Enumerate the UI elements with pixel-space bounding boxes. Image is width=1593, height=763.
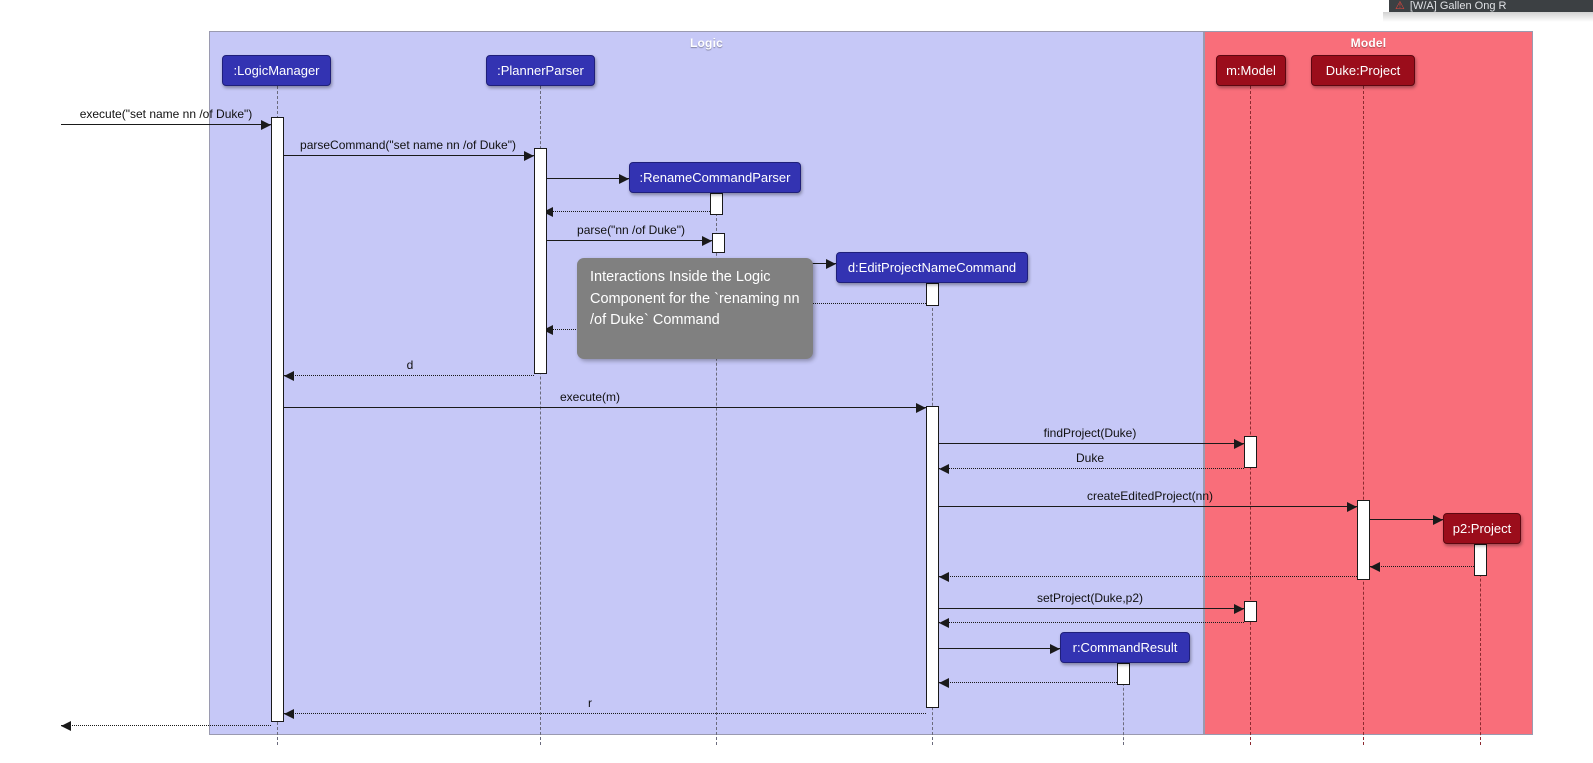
- participant-label: :PlannerParser: [497, 63, 584, 78]
- participant-label: p2:Project: [1452, 521, 1512, 536]
- message-line-m7: [725, 303, 926, 304]
- message-line-m17: [939, 608, 1244, 609]
- message-arrowhead-m19: [1050, 643, 1060, 654]
- message-arrowhead-m3: [619, 173, 629, 184]
- message-arrowhead-m22: [61, 720, 71, 731]
- diagram-note: Interactions Inside the Logic Component …: [577, 258, 813, 359]
- message-label-m5: parse("nn /of Duke"): [577, 223, 685, 237]
- message-arrowhead-m5: [702, 235, 712, 246]
- message-label-m9: d: [406, 358, 414, 372]
- message-label-m12: Duke: [1075, 451, 1104, 465]
- message-arrowhead-m21: [284, 708, 294, 719]
- activation-bar-p2project: [1474, 544, 1487, 576]
- activation-bar-editprojectname: [926, 283, 939, 306]
- message-arrowhead-m14: [1433, 514, 1443, 525]
- browser-tab-title: [W/A] Gallen Ong R: [1409, 0, 1507, 12]
- participant-label: Duke:Project: [1325, 63, 1401, 78]
- message-line-m11: [939, 443, 1244, 444]
- participant-model[interactable]: m:Model: [1216, 55, 1286, 86]
- message-line-m9: [284, 375, 534, 376]
- message-line-m10: [284, 407, 926, 408]
- message-arrowhead-m17: [1234, 603, 1244, 614]
- lifeline-plannerparser: [540, 86, 541, 745]
- message-arrowhead-m20: [939, 677, 949, 688]
- activation-bar-logicmanager: [271, 117, 284, 722]
- participant-label: m:Model: [1226, 63, 1276, 78]
- message-line-m16: [939, 576, 1357, 577]
- participant-editprojectname[interactable]: d:EditProjectNameCommand: [836, 252, 1028, 283]
- activation-bar-renamecommandparser: [710, 193, 723, 215]
- message-arrowhead-m12: [939, 463, 949, 474]
- message-label-m11: findProject(Duke): [1043, 426, 1137, 440]
- message-arrowhead-m11: [1234, 438, 1244, 449]
- message-label-m13: createEditedProject(nn): [1086, 489, 1214, 503]
- message-line-m15: [1370, 566, 1474, 567]
- participant-label: :LogicManager: [233, 63, 320, 78]
- message-arrowhead-m6: [826, 258, 836, 269]
- message-label-m10: execute(m): [559, 390, 621, 404]
- lifeline-commandresult: [1123, 663, 1124, 745]
- lifeline-p2project: [1480, 544, 1481, 745]
- message-line-m13: [939, 506, 1357, 507]
- message-label-m2: parseCommand("set name nn /of Duke"): [300, 138, 516, 152]
- message-label-m1: execute("set name nn /of Duke"): [79, 107, 253, 121]
- activation-bar-plannerparser: [534, 148, 547, 374]
- participant-logicmanager[interactable]: :LogicManager: [222, 55, 331, 86]
- package-model: Model: [1204, 31, 1533, 735]
- message-line-m3: [547, 178, 629, 179]
- activation-bar-plannerparser-2: [712, 233, 725, 253]
- lifeline-model: [1250, 86, 1251, 745]
- message-line-m18: [939, 622, 1244, 623]
- message-arrowhead-m9: [284, 370, 294, 381]
- activation-bar-dukeproject-create: [1357, 500, 1370, 580]
- activation-bar-editprojectname-exec: [926, 406, 939, 708]
- message-line-m4: [543, 211, 710, 212]
- activation-bar-commandresult: [1117, 663, 1130, 685]
- message-label-m21: r: [588, 696, 592, 710]
- warning-icon: ⚠: [1395, 0, 1405, 12]
- participant-renamecommandparser[interactable]: :RenameCommandParser: [629, 162, 801, 193]
- message-line-m2: [284, 155, 534, 156]
- message-arrowhead-m10: [916, 402, 926, 413]
- package-logic-title: Logic: [690, 36, 723, 50]
- message-arrowhead-m4: [543, 206, 553, 217]
- message-line-m22: [61, 725, 271, 726]
- message-arrowhead-m8: [543, 324, 553, 335]
- window-chrome-shadow: [1383, 12, 1593, 22]
- browser-tab-bar[interactable]: ⚠ [W/A] Gallen Ong R: [1389, 0, 1593, 12]
- package-logic: Logic: [209, 31, 1204, 735]
- lifeline-renamecommandparser: [716, 193, 717, 745]
- message-arrowhead-m13: [1347, 501, 1357, 512]
- message-arrowhead-m16: [939, 571, 949, 582]
- participant-label: r:CommandResult: [1072, 640, 1178, 655]
- message-line-m1: [61, 124, 271, 125]
- message-line-m19: [939, 648, 1060, 649]
- message-line-m14: [1370, 519, 1443, 520]
- message-arrowhead-m15: [1370, 561, 1380, 572]
- package-model-title: Model: [1350, 36, 1387, 50]
- message-arrowhead-m1: [261, 119, 271, 130]
- message-line-m21: [284, 713, 926, 714]
- message-arrowhead-m2: [524, 150, 534, 161]
- message-line-m12: [939, 468, 1244, 469]
- activation-bar-model-set: [1244, 601, 1257, 622]
- activation-bar-model-find: [1244, 436, 1257, 468]
- participant-label: d:EditProjectNameCommand: [847, 260, 1017, 275]
- participant-dukeproject[interactable]: Duke:Project: [1311, 55, 1415, 86]
- message-label-m17: setProject(Duke,p2): [1036, 591, 1144, 605]
- lifeline-dukeproject: [1363, 86, 1364, 745]
- message-arrowhead-m18: [939, 617, 949, 628]
- participant-label: :RenameCommandParser: [639, 170, 791, 185]
- message-line-m20: [939, 682, 1117, 683]
- participant-plannerparser[interactable]: :PlannerParser: [486, 55, 595, 86]
- message-line-m5: [547, 240, 712, 241]
- participant-p2project[interactable]: p2:Project: [1443, 513, 1521, 544]
- participant-commandresult[interactable]: r:CommandResult: [1060, 632, 1190, 663]
